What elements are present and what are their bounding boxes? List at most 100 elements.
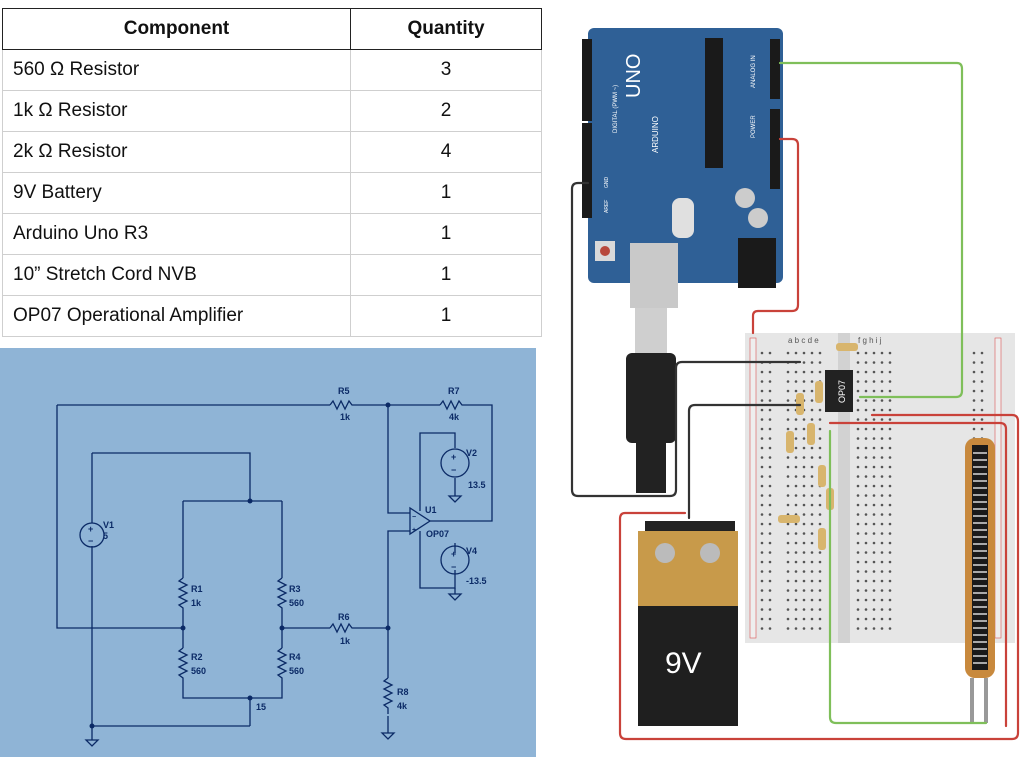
- wires: [570, 61, 1020, 741]
- resistor-r5: [329, 399, 355, 411]
- component-cell: 9V Battery: [2, 172, 351, 214]
- junction-dot: [247, 498, 253, 504]
- label-v4: V4: [466, 546, 477, 556]
- resistor-r6: [329, 622, 355, 634]
- arduino-uno-board: UNO ARDUINO DIGITAL (PWM ~) ANALOG IN PO…: [582, 28, 783, 308]
- ground-icon: [447, 588, 463, 601]
- label-r4-value: 560: [289, 666, 304, 676]
- atmega-chip: [705, 38, 723, 168]
- circuit-schematic: +− +− +− − + R5 1k R7 4k V2 13.5 U1 OP07…: [0, 348, 536, 757]
- resistor-r3: [276, 577, 288, 613]
- label-r3-value: 560: [289, 598, 304, 608]
- label-r7-value: 4k: [449, 412, 460, 422]
- component-cell: 2k Ω Resistor: [2, 131, 351, 173]
- quantity-cell: 2: [350, 90, 542, 132]
- label-r3: R3: [289, 584, 301, 594]
- quantity-cell: 1: [350, 213, 542, 255]
- svg-text:+: +: [88, 524, 93, 534]
- junction-dot: [385, 402, 391, 408]
- label-r8-value: 4k: [397, 701, 408, 711]
- wire-red-5v: [751, 137, 800, 335]
- label-r5: R5: [338, 386, 350, 396]
- capacitor: [748, 208, 768, 228]
- table-header-row: Component Quantity: [2, 8, 542, 50]
- label-r2: R2: [191, 652, 203, 662]
- capacitor: [735, 188, 755, 208]
- svg-text:−: −: [451, 465, 456, 475]
- svg-text:−: −: [412, 514, 416, 521]
- label-u1-value: OP07: [426, 529, 449, 539]
- breadboard-svg: UNO ARDUINO DIGITAL (PWM ~) ANALOG IN PO…: [570, 28, 1020, 741]
- analog-label: ANALOG IN: [751, 55, 757, 88]
- power-label: POWER: [751, 115, 757, 138]
- wire-black-gnd: [570, 181, 802, 498]
- quantity-cell: 3: [350, 49, 542, 91]
- ground-icon: [380, 726, 396, 740]
- stretch-sensor: [965, 438, 995, 723]
- arduino-sub: ARDUINO: [651, 116, 660, 153]
- ground-icon: [84, 726, 100, 747]
- component-cell: Arduino Uno R3: [2, 213, 351, 255]
- op07-label: OP07: [837, 380, 847, 403]
- resistor-r2: [177, 647, 189, 683]
- dc-jack: [738, 238, 776, 288]
- label-u1: U1: [425, 505, 437, 515]
- label-r7: R7: [448, 386, 460, 396]
- columns-left-label: a b c d e: [788, 336, 819, 345]
- resistor-r1: [177, 577, 189, 613]
- crystal: [672, 198, 694, 238]
- quantity-cell: 4: [350, 131, 542, 173]
- power-header: [770, 109, 780, 189]
- schematic-wires: [56, 404, 493, 727]
- usb-port: [630, 243, 678, 308]
- label-node15: 15: [256, 702, 266, 712]
- reset-button-cap: [600, 246, 610, 256]
- voltage-source-v1: +−: [79, 522, 105, 548]
- junction-dot: [247, 695, 253, 701]
- label-r1: R1: [191, 584, 203, 594]
- wire-red-sensor: [828, 421, 1008, 728]
- label-v2-value: 13.5: [468, 480, 486, 490]
- resistor-r4: [276, 647, 288, 683]
- junction-dot: [180, 625, 186, 631]
- 9v-battery: 9V: [638, 521, 738, 726]
- ground-icon: [447, 490, 463, 503]
- gnd-label: GND: [604, 177, 610, 189]
- wire-black-battery: [687, 403, 802, 520]
- label-r8: R8: [397, 687, 409, 697]
- voltage-source-v2: +−: [440, 448, 470, 478]
- aref-label: AREF: [604, 200, 610, 213]
- label-v1: V1: [103, 520, 114, 530]
- battery-label: 9V: [665, 647, 702, 680]
- voltage-source-v4: +−: [440, 545, 470, 575]
- component-cell: 1k Ω Resistor: [2, 90, 351, 132]
- digital-label: DIGITAL (PWM ~): [613, 85, 619, 133]
- digital-header: [582, 39, 592, 121]
- junction-dot: [279, 625, 285, 631]
- wire-green-sensor: [828, 429, 988, 725]
- label-r6-value: 1k: [340, 636, 351, 646]
- schematic-svg: +− +− +− − + R5 1k R7 4k V2 13.5 U1 OP07…: [56, 386, 493, 747]
- svg-text:−: −: [451, 562, 456, 572]
- svg-text:+: +: [451, 549, 456, 559]
- quantity-cell: 1: [350, 295, 542, 337]
- junction-dot: [385, 625, 391, 631]
- label-v1-value: 5: [103, 531, 108, 541]
- component-cell: 10” Stretch Cord NVB: [2, 254, 351, 296]
- svg-text:+: +: [412, 527, 416, 534]
- label-v4-value: -13.5: [466, 576, 487, 586]
- header-component: Component: [2, 8, 351, 50]
- quantity-cell: 1: [350, 172, 542, 214]
- label-r4: R4: [289, 652, 301, 662]
- resistor-r8: [382, 677, 394, 714]
- op-amp-u1: − +: [409, 506, 432, 536]
- analog-header: [770, 39, 780, 99]
